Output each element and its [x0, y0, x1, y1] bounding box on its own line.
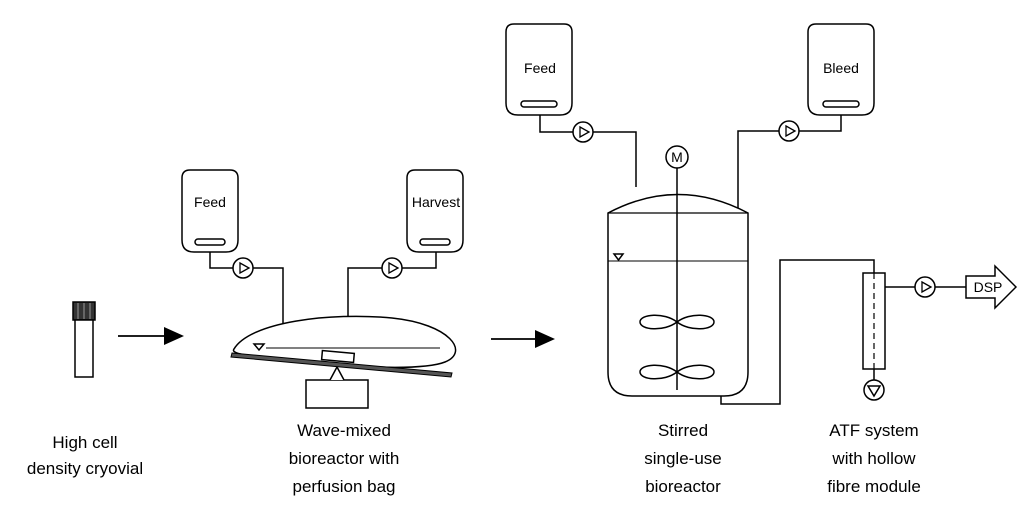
- stirred-feed-pump: [572, 121, 594, 143]
- wave-feed-line-in: [209, 252, 233, 269]
- cryovial-caption-line-1: High cell: [52, 433, 117, 452]
- impeller-upper: [639, 314, 715, 330]
- wave-filter-element: [320, 349, 356, 364]
- stirred-bleed-vessel: Bleed: [807, 23, 875, 116]
- stirred-vessel-body: [607, 193, 749, 397]
- atf-recirculation-line: [720, 259, 875, 405]
- wave-harvest-vessel: Harvest: [406, 169, 464, 253]
- wave-caption-line-2: bioreactor with: [289, 449, 400, 468]
- wave-perfusion-bag: [232, 315, 457, 369]
- stirred-feed-vessel: Feed: [505, 23, 573, 116]
- stirred-caption-line-2: single-use: [644, 449, 722, 468]
- wave-harvest-line-in: [402, 252, 437, 269]
- wave-feed-label: Feed: [194, 194, 226, 210]
- stirred-feed-line-in: [539, 115, 573, 133]
- wave-harvest-label: Harvest: [412, 194, 460, 210]
- motor: M: [665, 145, 689, 169]
- wave-feed-vessel: Feed: [181, 169, 239, 253]
- stirred-caption-line-1: Stirred: [658, 421, 708, 440]
- atf-caption-line-2: with hollow: [831, 449, 916, 468]
- stirred-bleed-pump: [778, 120, 800, 142]
- impeller-lower: [639, 364, 715, 380]
- stirred-bleed-line-in: [799, 115, 842, 132]
- cryovial-caption-line-2: density cryovial: [27, 459, 143, 478]
- wave-caption-line-1: Wave-mixed: [297, 421, 391, 440]
- atf-diaphragm-pump: [863, 379, 885, 401]
- hollow-fibre-module: [862, 272, 886, 370]
- cryovial-tube: [74, 319, 94, 378]
- stirred-feed-line-out: [593, 131, 637, 187]
- wave-feed-line-out: [253, 267, 284, 330]
- cryovial: [72, 301, 96, 378]
- atf-caption-line-3: fibre module: [827, 477, 921, 496]
- wave-harvest-pump: [381, 257, 403, 279]
- atf-permeate-pump: [914, 276, 936, 298]
- stirred-bleed-label: Bleed: [823, 60, 859, 76]
- wave-caption-line-3: perfusion bag: [292, 477, 395, 496]
- wave-rocker-base: [305, 365, 369, 409]
- stirred-caption-line-3: bioreactor: [645, 477, 721, 496]
- dsp-output-arrow: DSP: [965, 264, 1018, 310]
- flow-arrow-2: [491, 330, 555, 348]
- wave-harvest-line-out: [347, 267, 382, 333]
- stirred-feed-label: Feed: [524, 60, 556, 76]
- stirred-level-marker: [612, 253, 625, 262]
- wave-tilt-platform: [230, 352, 453, 378]
- atf-caption-line-1: ATF system: [829, 421, 918, 440]
- flow-arrow-1: [118, 327, 184, 345]
- motor-label: M: [671, 149, 683, 165]
- liquid-level-marker: [252, 343, 266, 352]
- dsp-label: DSP: [974, 279, 1003, 295]
- wave-feed-pump: [232, 257, 254, 279]
